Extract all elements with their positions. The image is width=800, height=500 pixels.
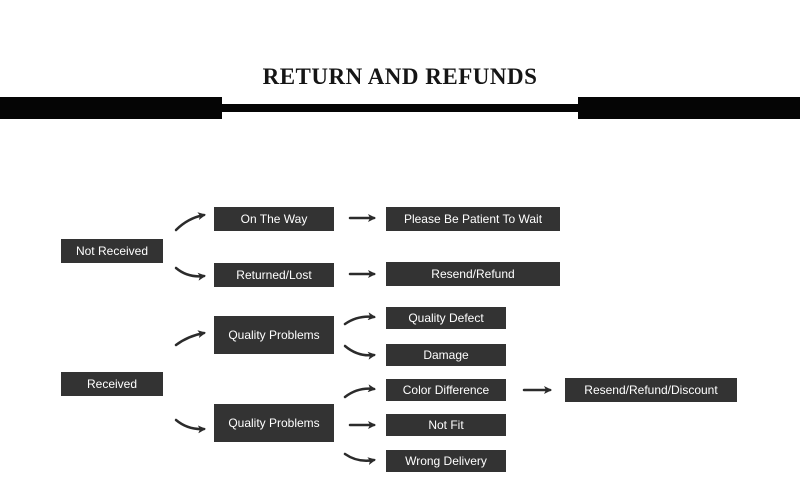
node-quality-problems-1: Quality Problems <box>214 316 334 354</box>
node-quality-problems-2: Quality Problems <box>214 404 334 442</box>
node-returned-lost: Returned/Lost <box>214 263 334 287</box>
node-on-the-way: On The Way <box>214 207 334 231</box>
node-resend-refund: Resend/Refund <box>386 262 560 286</box>
node-received: Received <box>61 372 163 396</box>
header-rule-center <box>222 104 578 112</box>
node-wrong-delivery: Wrong Delivery <box>386 450 506 472</box>
header-rule-right <box>578 97 800 119</box>
node-resend-refund-discount: Resend/Refund/Discount <box>565 378 737 402</box>
node-color-difference: Color Difference <box>386 379 506 401</box>
arrow-qp1-to-quality-defect <box>343 312 376 326</box>
node-damage: Damage <box>386 344 506 366</box>
arrow-received-to-quality-problems-2 <box>174 418 206 434</box>
node-not-received: Not Received <box>61 239 163 263</box>
arrow-qp2-to-wrong-delivery <box>343 452 376 466</box>
node-quality-defect: Quality Defect <box>386 307 506 329</box>
arrow-qp1-to-damage <box>343 344 376 360</box>
header-rule-left <box>0 97 222 119</box>
arrow-received-to-quality-problems-1 <box>174 330 206 347</box>
arrow-not-received-to-returned-lost <box>174 266 206 281</box>
node-please-be-patient: Please Be Patient To Wait <box>386 207 560 231</box>
node-not-fit: Not Fit <box>386 414 506 436</box>
arrow-not-received-to-on-the-way <box>174 212 206 232</box>
page-title: RETURN AND REFUNDS <box>262 64 538 89</box>
arrow-qp2-to-color-difference <box>343 384 376 399</box>
